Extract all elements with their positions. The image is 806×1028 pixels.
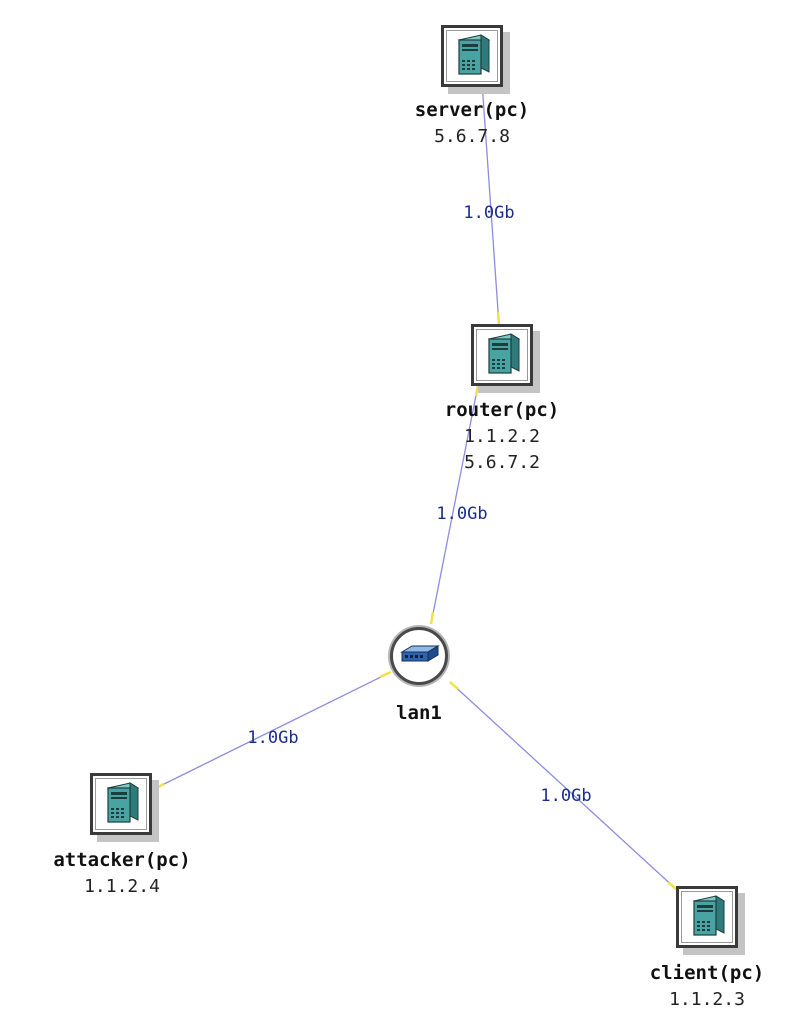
link-lan-attacker[interactable] (153, 671, 392, 790)
link-label-lan-attacker: 1.0Gb (247, 728, 299, 748)
link-endpoint (449, 681, 459, 690)
link-label-server-router: 1.0Gb (463, 203, 515, 223)
link-label-router-lan: 1.0Gb (436, 504, 488, 524)
node-address-router-1: 1.1.2.2 (464, 426, 540, 447)
link-lan-client[interactable] (449, 681, 677, 890)
link-endpoint (667, 881, 677, 890)
server-tower-icon (457, 34, 491, 75)
node-name-attacker: attacker(pc) (53, 849, 191, 871)
server-node-box[interactable] (441, 25, 510, 94)
node-name-client: client(pc) (649, 962, 765, 984)
router-node-box[interactable] (471, 324, 540, 393)
client-node-box[interactable] (676, 886, 745, 955)
node-address-router-2: 5.6.7.2 (464, 452, 540, 473)
link-endpoint (496, 311, 501, 326)
link-server-router[interactable] (481, 81, 500, 326)
node-name-lan: lan1 (396, 702, 442, 724)
attacker-node-box[interactable] (90, 773, 159, 842)
network-switch-icon (400, 645, 440, 662)
server-tower-icon (106, 782, 140, 823)
link-router-lan[interactable] (430, 384, 479, 625)
node-name-router: router(pc) (444, 399, 560, 421)
link-endpoint (379, 670, 392, 679)
node-address-attacker: 1.1.2.4 (84, 876, 160, 897)
link-endpoint (474, 384, 480, 397)
link-label-lan-client: 1.0Gb (540, 786, 592, 806)
server-tower-icon (487, 333, 521, 374)
node-address-server: 5.6.7.8 (434, 126, 510, 147)
lan-node-circle[interactable] (390, 627, 448, 685)
node-name-server: server(pc) (414, 99, 530, 121)
node-address-client: 1.1.2.3 (669, 989, 745, 1010)
link-endpoint (429, 611, 435, 625)
server-tower-icon (692, 895, 726, 936)
